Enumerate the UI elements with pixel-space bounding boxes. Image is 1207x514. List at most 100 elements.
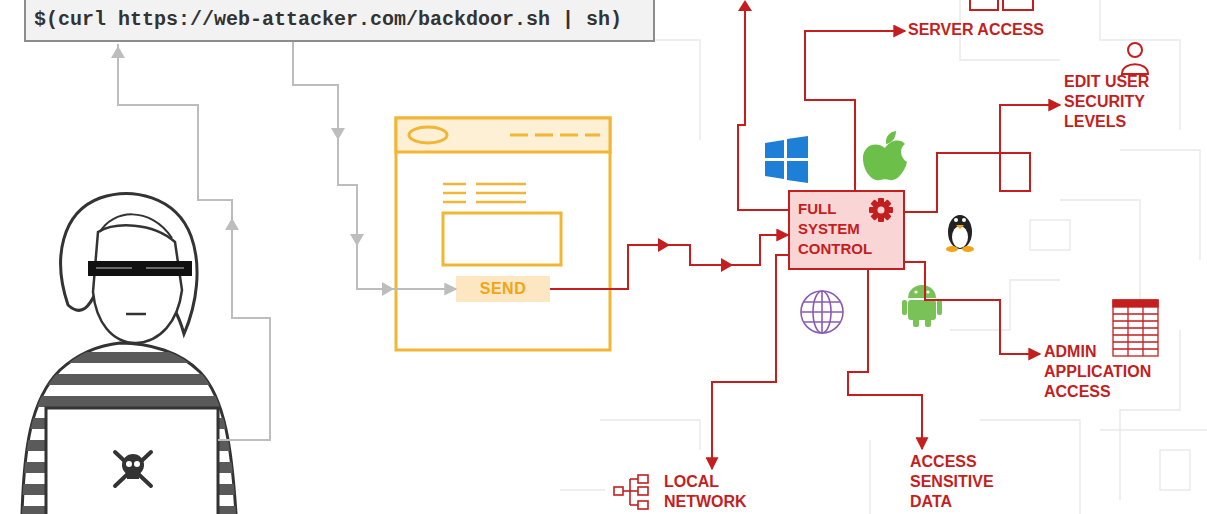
network-icon	[630, 490, 638, 492]
table-icon	[1113, 320, 1158, 321]
android-logo	[902, 300, 907, 315]
web-form	[535, 134, 553, 137]
connector-arrow	[848, 270, 922, 449]
target-label: SERVER ACCESS	[908, 20, 1078, 42]
linux-logo	[952, 226, 968, 248]
network-icon	[638, 487, 648, 495]
connector-arrow	[712, 255, 788, 469]
circuit-background	[600, 420, 700, 450]
circuit-background	[950, 280, 1060, 330]
hacker-figure	[134, 461, 140, 467]
hacker-figure	[115, 452, 151, 486]
hacker-figure	[127, 472, 139, 479]
android-logo	[925, 318, 931, 327]
linux-logo	[948, 215, 972, 249]
node-text: ADMIN APPLICATION ACCESS	[1044, 342, 1176, 402]
web-form	[396, 118, 610, 152]
connector-arrow	[293, 42, 456, 289]
windows-logo	[787, 136, 808, 158]
android-logo	[908, 285, 936, 298]
table-icon	[1142, 300, 1143, 356]
network-icon	[638, 475, 648, 483]
apple-logo	[863, 141, 907, 181]
table-icon	[1127, 300, 1128, 356]
control-box: FULL SYSTEM CONTROL	[788, 190, 905, 270]
web-form	[443, 201, 466, 204]
red-wire	[854, 160, 856, 182]
server-icon	[1003, 0, 1033, 10]
gray-wire	[111, 44, 394, 440]
globe-icon	[821, 291, 823, 333]
table-icon	[1113, 348, 1158, 349]
circuit-background	[1060, 200, 1140, 300]
network-icon	[614, 475, 648, 509]
android-logo	[926, 290, 929, 293]
linux-logo	[956, 225, 964, 229]
android-logo	[914, 290, 917, 293]
node-text: EDIT USER SECURITY LEVELS	[1064, 72, 1176, 132]
circuit-background	[640, 40, 700, 140]
server-icon	[970, 0, 998, 10]
android-logo	[902, 285, 942, 327]
web-form	[409, 127, 447, 143]
windows-logo	[765, 161, 784, 179]
linux-logo	[946, 215, 974, 252]
hacker-figure	[88, 261, 192, 276]
red-wire	[1000, 153, 1030, 191]
web-form	[476, 201, 526, 204]
node-text: SEND	[480, 280, 526, 298]
windows-logo	[787, 161, 808, 183]
target-label: ACCESS SENSITIVE DATA	[910, 452, 1014, 512]
circuit-background	[980, 420, 1080, 514]
connector-arrow	[550, 235, 788, 289]
target-label: ADMIN APPLICATION ACCESS	[1044, 342, 1176, 404]
hacker-figure	[115, 452, 151, 486]
android-logo	[908, 300, 936, 320]
node-text: LOCAL NETWORK	[664, 472, 764, 512]
gray-wire	[111, 46, 125, 58]
globe-icon	[801, 291, 843, 333]
web-form	[510, 134, 528, 137]
globe-icon	[801, 291, 843, 333]
hacker-figure	[93, 225, 182, 343]
server-icon	[970, 0, 1033, 10]
apple-logo	[886, 131, 896, 144]
web-form	[396, 118, 610, 350]
red-wire	[738, 0, 752, 11]
node-text: FULL SYSTEM CONTROL	[798, 199, 884, 259]
gray-wire	[382, 282, 394, 296]
web-form	[443, 183, 466, 186]
node-text: ACCESS SENSITIVE DATA	[910, 452, 1014, 512]
gray-wire	[350, 234, 364, 246]
web-form	[510, 134, 600, 137]
hacker-figure	[126, 461, 132, 467]
gray-wire	[225, 218, 239, 230]
table-icon	[1113, 327, 1158, 328]
windows-logo	[765, 136, 808, 183]
network-icon	[638, 501, 648, 509]
linux-logo	[962, 246, 974, 252]
hacker-figure	[146, 267, 184, 269]
linux-logo	[962, 218, 966, 222]
network-icon	[623, 490, 630, 492]
hacker-figure	[100, 214, 172, 238]
network-icon	[629, 479, 631, 505]
web-form	[396, 118, 610, 350]
network-icon	[614, 487, 623, 495]
user-icon	[1122, 64, 1148, 74]
hacker-figure	[0, 374, 260, 385]
windows-logo	[765, 140, 784, 158]
edge-group	[293, 31, 1060, 469]
web-form	[560, 134, 578, 137]
circuit-background	[560, 489, 605, 490]
hacker-figure	[0, 352, 260, 363]
hacker-figure	[0, 194, 260, 514]
hacker-figure	[115, 452, 151, 486]
gray-wire	[331, 128, 345, 140]
web-form	[443, 213, 561, 265]
red-wire	[738, 8, 788, 210]
apple-logo	[863, 131, 907, 180]
